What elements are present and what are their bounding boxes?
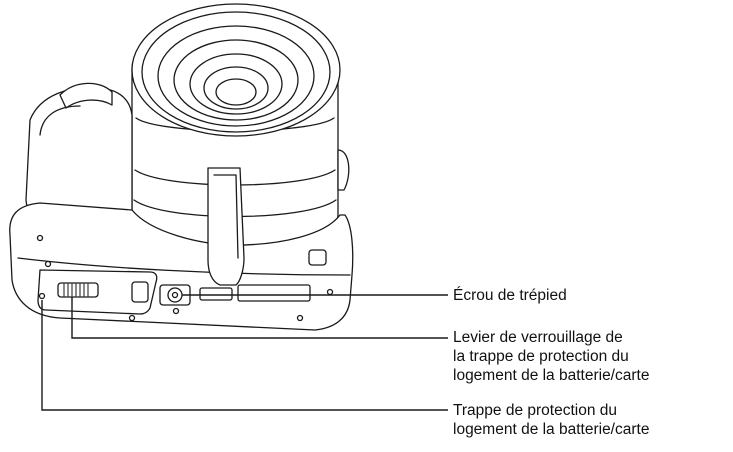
screw-7: [326, 288, 334, 296]
tripod-ridge: [207, 167, 245, 286]
grip-inner-line: [39, 105, 81, 136]
tripod-socket-hole: [171, 291, 179, 299]
battery-door-latch: [131, 281, 149, 303]
tripod-ridge-inner: [213, 174, 239, 259]
screw-2: [44, 260, 52, 268]
callout-battery-door: Trappe de protection du logement de la b…: [453, 401, 649, 439]
body-edge-line: [17, 257, 351, 276]
right-square-detail: [308, 249, 327, 266]
callout-line: Écrou de trépied: [453, 287, 567, 304]
screw-6: [296, 314, 304, 322]
leader-battery-door-lock: [71, 297, 448, 339]
side-button: [337, 149, 350, 191]
port-cover-small: [199, 287, 233, 301]
screw-3: [38, 292, 46, 300]
grip-top-detail: [59, 82, 113, 109]
leader-battery-door: [41, 300, 448, 411]
screw-1: [36, 234, 44, 242]
callout-tripod-socket: Écrou de trépied: [453, 286, 567, 305]
screw-5: [172, 307, 180, 315]
callout-battery-door-lock: Levier de verrouillage de la trappe de p…: [453, 328, 649, 385]
lens-glass: [215, 78, 257, 106]
callout-line: la trappe de protection du: [453, 348, 629, 365]
callout-line: Levier de verrouillage de: [453, 329, 623, 346]
callout-line: Trappe de protection du: [453, 402, 618, 419]
port-cover-large: [237, 284, 311, 302]
callout-line: logement de la batterie/carte: [453, 421, 650, 438]
callout-line: logement de la batterie/carte: [453, 367, 650, 384]
screw-4: [128, 314, 136, 322]
